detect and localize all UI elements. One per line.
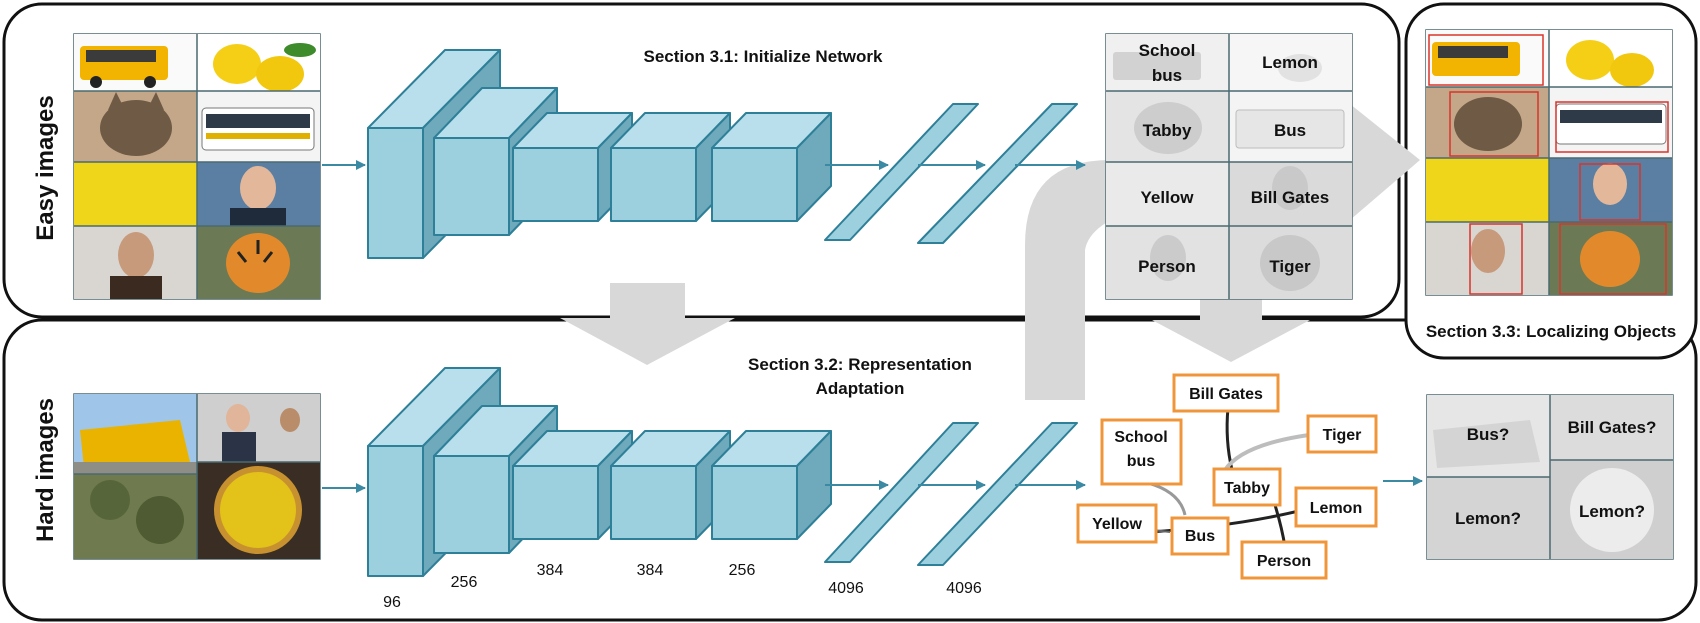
bounding-boxes — [1428, 34, 1669, 295]
easy-prediction-grid: School bus Lemon Tabby Bus Yellow Bill G… — [1105, 33, 1353, 300]
size-label-conv2: 256 — [451, 574, 478, 591]
easy-image-grid — [73, 33, 321, 300]
pred-bus: Bus — [1274, 121, 1306, 140]
pred-bill-gates: Bill Gates — [1251, 188, 1329, 207]
conv-layer-5-hard — [711, 430, 832, 540]
size-label-conv3: 384 — [537, 562, 564, 579]
section-3-3-title: Section 3.3: Localizing Objects — [1426, 322, 1676, 341]
node-tabby-label: Tabby — [1224, 480, 1270, 497]
layer-size-labels: 96 256 384 384 256 4096 4096 — [383, 562, 982, 611]
hard-images-label: Hard images — [32, 398, 59, 542]
node-school-bus — [1100, 418, 1183, 486]
node-bus-line-label: bus — [1127, 453, 1156, 470]
easy-images-label: Easy images — [32, 95, 59, 240]
localized-image-grid — [1425, 29, 1673, 296]
size-label-conv1: 96 — [383, 594, 401, 611]
fc-layer-7-hard — [917, 422, 1078, 566]
node-lemon — [1294, 486, 1378, 528]
label-graph: Bill Gates School bus Tiger Tabby Lemon … — [1076, 373, 1378, 580]
big-down-arrow-left — [560, 283, 735, 365]
conv-layer-5 — [711, 112, 832, 222]
node-yellow — [1076, 503, 1158, 544]
node-lemon-label: Lemon — [1310, 500, 1362, 517]
big-down-arrow-right — [1152, 290, 1310, 362]
node-tiger — [1306, 414, 1378, 454]
hard-prediction-grid: Bus? Bill Gates? Lemon? Lemon? — [1426, 394, 1674, 560]
node-bill-gates — [1172, 373, 1280, 413]
pred-tabby: Tabby — [1143, 121, 1192, 140]
section-3-2-title-line2: Adaptation — [816, 379, 905, 398]
hard-pred-bus: Bus? — [1467, 425, 1510, 444]
size-label-fc7: 4096 — [946, 580, 982, 597]
node-tabby — [1212, 467, 1282, 507]
node-bill-gates-label: Bill Gates — [1189, 386, 1263, 403]
section-3-1-title: Section 3.1: Initialize Network — [643, 47, 883, 66]
node-tiger-label: Tiger — [1323, 427, 1362, 444]
hard-pred-bill-gates: Bill Gates? — [1568, 418, 1657, 437]
node-bus-label: Bus — [1185, 528, 1215, 545]
fc-layer-6-hard — [824, 422, 979, 563]
hard-pred-lemon-left: Lemon? — [1455, 509, 1521, 528]
hard-pred-lemon-right: Lemon? — [1579, 502, 1645, 521]
size-label-fc6: 4096 — [828, 580, 864, 597]
fc-layer-7 — [917, 103, 1078, 244]
node-person — [1240, 540, 1328, 580]
node-school-label: School — [1114, 429, 1167, 446]
pred-yellow: Yellow — [1141, 188, 1195, 207]
pred-school-line2: bus — [1152, 66, 1182, 85]
conv-layer-2-hard — [433, 405, 558, 554]
node-person-label: Person — [1257, 553, 1311, 570]
node-bus — [1170, 516, 1230, 556]
section-3-2-title-line1: Section 3.2: Representation — [748, 355, 972, 374]
cnn-easy — [367, 49, 1078, 259]
hard-image-grid — [73, 393, 321, 560]
pred-tiger: Tiger — [1269, 257, 1311, 276]
pred-person: Person — [1138, 257, 1196, 276]
pred-lemon: Lemon — [1262, 53, 1318, 72]
cnn-hard — [367, 367, 1078, 577]
node-yellow-label: Yellow — [1092, 516, 1142, 533]
conv-layer-3-hard — [512, 430, 633, 540]
size-label-conv4: 384 — [637, 562, 664, 579]
pred-school-line1: School — [1139, 41, 1196, 60]
fc-layer-6 — [824, 103, 979, 241]
size-label-conv5: 256 — [729, 562, 756, 579]
